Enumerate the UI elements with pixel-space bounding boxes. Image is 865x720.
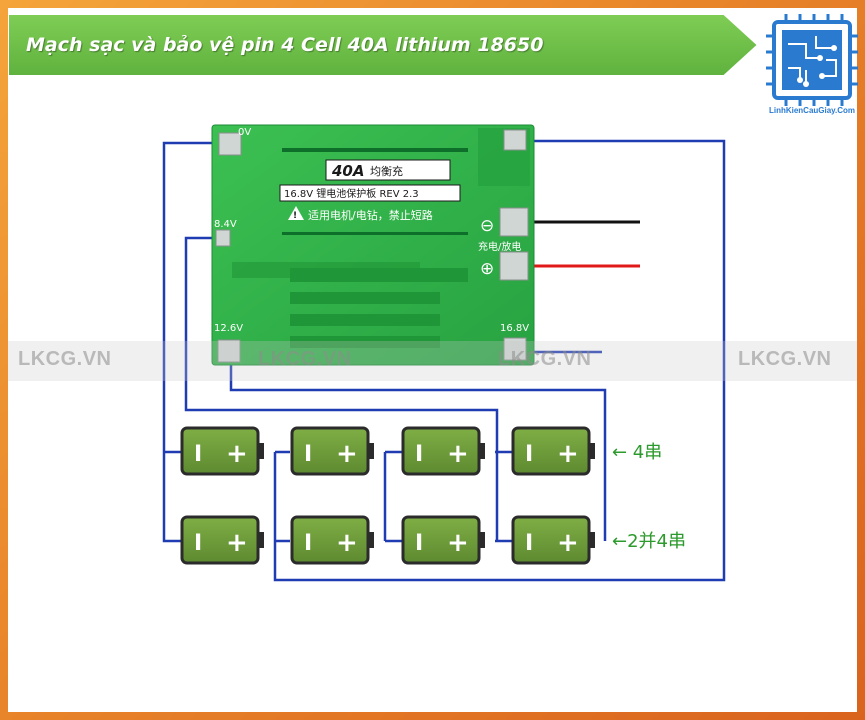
battery-minus: I — [525, 531, 533, 556]
battery-row-parallel: I + I + I + I + — [180, 515, 595, 565]
label-parallel: ←2并4串 — [612, 531, 686, 552]
pcb-warning: 适用电机/电钻，禁止短路 — [308, 208, 433, 222]
pad-12v6 — [217, 339, 241, 363]
battery-plus: + — [447, 439, 469, 469]
pad-16v8 — [503, 337, 527, 361]
warning-icon: ! — [293, 211, 297, 221]
battery-minus: I — [525, 442, 533, 467]
wire-0v — [162, 141, 228, 543]
pad-4v2 — [503, 129, 527, 151]
wire-4v2 — [273, 139, 726, 582]
site-logo: LinhKienCauGiay.Com — [766, 14, 858, 120]
battery-cell: I + — [511, 515, 595, 565]
watermark-text: LKCG.VN — [738, 348, 832, 370]
pcb-badge-sub: 均衡充 — [370, 164, 403, 178]
label-12v6: 12.6V — [214, 323, 243, 334]
battery-plus: + — [336, 439, 358, 469]
battery-minus: I — [304, 442, 312, 467]
page-title: Mạch sạc và bảo vệ pin 4 Cell 40A lithiu… — [26, 34, 544, 56]
watermark-strip — [8, 341, 857, 381]
label-16v8: 16.8V — [500, 323, 529, 334]
label-0v: 0V — [238, 127, 251, 138]
battery-row-series: I + I + I + I + — [180, 426, 595, 476]
wire-12v6 — [229, 351, 607, 541]
logo-caption: LinhKienCauGiay.Com — [768, 106, 856, 115]
battery-cell: I + — [511, 426, 595, 476]
battery-plus: + — [336, 528, 358, 558]
battery-minus: I — [304, 531, 312, 556]
minus-terminal-icon: ⊖ — [480, 216, 494, 236]
battery-cell: I + — [290, 515, 374, 565]
battery-plus: + — [226, 439, 248, 469]
wire-row-links — [275, 450, 512, 543]
title-banner: Mạch sạc và bảo vệ pin 4 Cell 40A lithiu… — [8, 14, 764, 76]
pad-minus — [499, 207, 529, 237]
banner-shape — [8, 14, 760, 76]
pcb-model: 16.8V 锂电池保护板 REV 2.3 — [284, 187, 419, 200]
battery-plus: + — [226, 528, 248, 558]
battery-cell: I + — [180, 515, 264, 565]
watermark-text: LKCG.VN — [18, 348, 112, 370]
plus-terminal-icon: ⊕ — [480, 259, 494, 279]
battery-minus: I — [415, 442, 423, 467]
battery-cell: I + — [180, 426, 264, 476]
watermark-text: LKCG.VN — [498, 348, 592, 370]
battery-cell: I + — [401, 426, 485, 476]
pad-plus — [499, 251, 529, 281]
battery-plus: + — [557, 439, 579, 469]
pad-8v4 — [215, 229, 231, 247]
battery-plus: + — [557, 528, 579, 558]
label-8v4: 8.4V — [214, 219, 237, 230]
solder-pads — [215, 129, 529, 363]
battery-minus: I — [194, 531, 202, 556]
bms-pcb: 40A 均衡充 16.8V 锂电池保护板 REV 2.3 ! 适用电机/电钻，禁… — [211, 124, 535, 366]
circuit-chip-logo-icon — [766, 14, 858, 106]
wire-8v4 — [184, 236, 499, 541]
battery-minus: I — [415, 531, 423, 556]
watermark-text: LKCG.VN — [258, 348, 352, 370]
label-charge-discharge: 充电/放电 — [478, 240, 521, 253]
battery-cell: I + — [401, 515, 485, 565]
battery-cell: I + — [290, 426, 374, 476]
battery-minus: I — [194, 442, 202, 467]
label-series: ← 4串 — [612, 442, 662, 463]
pad-0v — [218, 132, 242, 156]
battery-plus: + — [447, 528, 469, 558]
pcb-badge: 40A — [331, 162, 364, 180]
